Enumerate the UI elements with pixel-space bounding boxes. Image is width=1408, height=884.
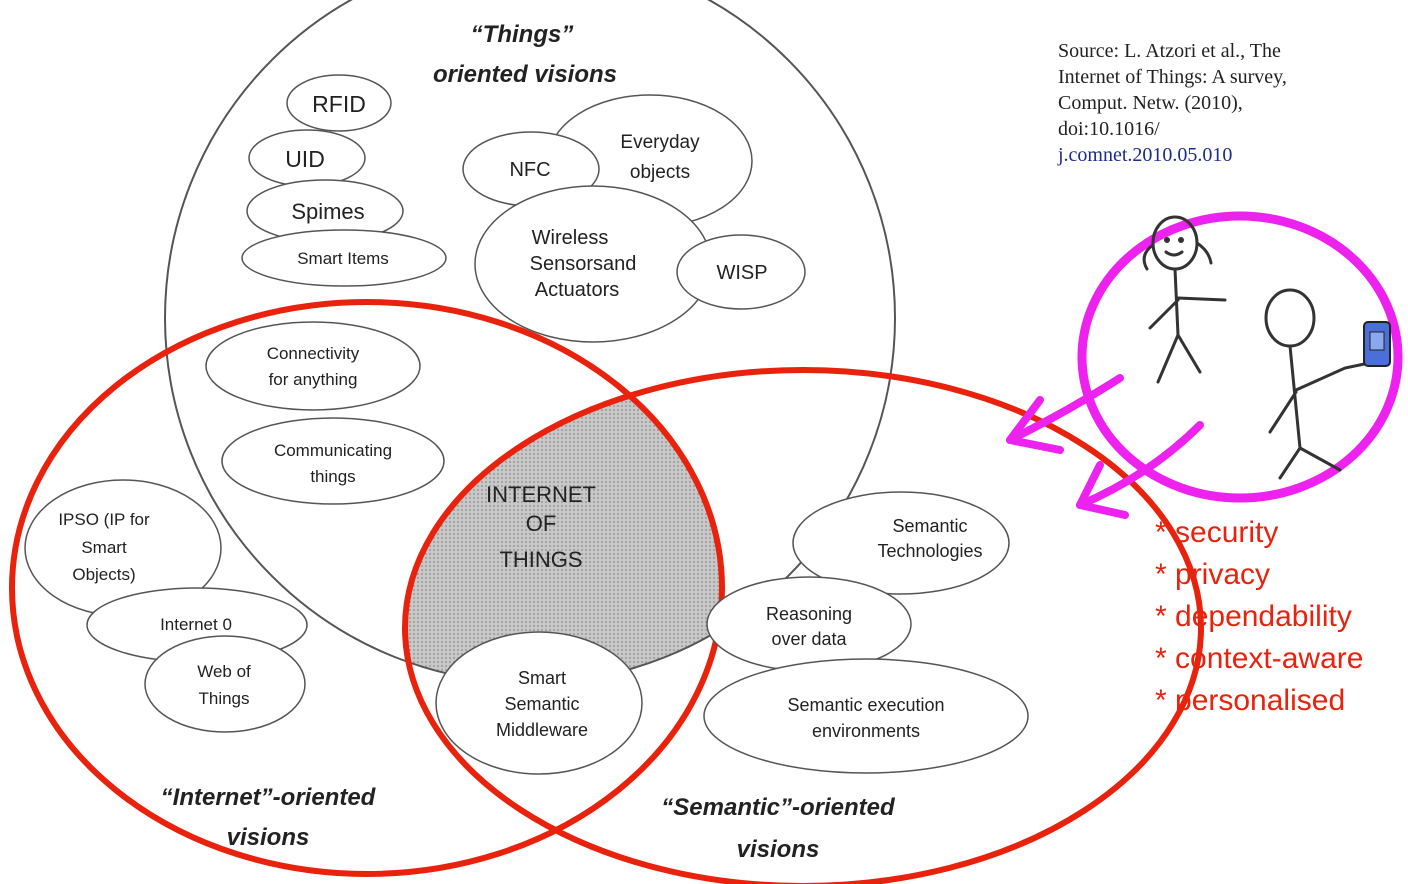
semantic-set-circle — [402, 367, 1204, 884]
everyday-label-1: Everyday — [620, 132, 700, 153]
connectivity-label-1: Connectivity — [267, 344, 360, 363]
source-line-1: Source: L. Atzori et al., The — [1058, 40, 1281, 62]
sem-exec-label-2: environments — [812, 721, 920, 741]
middleware-label-3: Middleware — [496, 720, 588, 740]
smart-items-label: Smart Items — [297, 249, 389, 268]
ipso-label-2: Smart — [81, 538, 127, 557]
reasoning-label-2: over data — [771, 629, 847, 649]
internet0-label: Internet 0 — [160, 615, 232, 634]
source-line-2: Internet of Things: A survey, — [1058, 66, 1287, 88]
reasoning-ellipse — [706, 576, 912, 672]
uid-label: UID — [285, 146, 325, 172]
spimes-label: Spimes — [291, 199, 364, 224]
nfc-label: NFC — [509, 159, 550, 181]
source-citation: Source: L. Atzori et al., The Internet o… — [1058, 38, 1358, 168]
things-title-2: oriented visions — [433, 61, 617, 88]
rfid-ellipse — [286, 74, 392, 132]
wireless-label-1: Wireless — [532, 227, 609, 249]
internet-set-circle — [9, 299, 725, 877]
connectivity-label-2: for anything — [269, 370, 358, 389]
woman-stick-figure — [1142, 215, 1227, 384]
source-line-4: doi:10.1016/ — [1058, 118, 1160, 140]
arrow-icon-left — [1006, 374, 1124, 454]
smart-semantic-middleware-ellipse — [435, 631, 643, 775]
sem-exec-label-1: Semantic execution — [787, 695, 944, 715]
things-title-1: “Things” — [471, 21, 574, 48]
communicating-label-2: things — [310, 467, 355, 486]
connectivity-ellipse — [205, 321, 421, 411]
doi-link[interactable]: j.comnet.2010.05.010 — [1058, 144, 1233, 166]
ipso-label-3: Objects) — [72, 565, 135, 584]
smart-items-ellipse — [241, 229, 447, 287]
wisp-label: WISP — [716, 262, 767, 284]
phone-icon — [1363, 321, 1391, 367]
semantic-title-2: visions — [737, 836, 820, 863]
semantic-title-1: “Semantic”-oriented — [661, 794, 896, 821]
wisp-ellipse — [676, 234, 806, 310]
wireless-label-3: Actuators — [535, 279, 619, 301]
everyday-label-2: objects — [630, 162, 690, 183]
web-label-1: Web of — [197, 662, 251, 681]
communicating-label-1: Communicating — [274, 441, 392, 460]
rfid-label: RFID — [312, 91, 366, 117]
sem-tech-label-1: Semantic — [892, 516, 967, 536]
semantic-technologies-ellipse — [792, 491, 1010, 595]
aspect-dependability: * dependability — [1155, 600, 1352, 633]
aspect-context-aware: * context-aware — [1155, 642, 1363, 675]
aspect-personalised: * personalised — [1155, 684, 1345, 717]
sem-tech-label-2: Technologies — [877, 541, 982, 561]
iot-intersection-shading — [405, 370, 722, 683]
aspect-security: * security — [1155, 516, 1278, 549]
center-label-3: THINGS — [499, 547, 582, 572]
reasoning-label-1: Reasoning — [766, 604, 852, 624]
ipso-label-1: IPSO (IP for — [58, 510, 150, 529]
arrow-icon-right — [1076, 421, 1204, 519]
middleware-label-2: Semantic — [504, 694, 579, 714]
users-circle — [1077, 211, 1403, 503]
internet-title-1: “Internet”-oriented — [161, 784, 377, 811]
communicating-things-ellipse — [221, 417, 445, 505]
source-line-3: Comput. Netw. (2010), — [1058, 92, 1243, 114]
web-of-things-ellipse — [144, 635, 306, 733]
center-label-2: OF — [526, 511, 557, 536]
web-label-2: Things — [198, 689, 249, 708]
middleware-label-1: Smart — [518, 668, 566, 688]
semantic-execution-ellipse — [703, 658, 1029, 774]
internet-title-2: visions — [227, 824, 310, 851]
aspect-privacy: * privacy — [1155, 558, 1270, 591]
man-stick-figure — [1264, 288, 1376, 480]
wireless-label-2: Sensorsand — [530, 253, 637, 275]
center-label-1: INTERNET — [486, 482, 596, 507]
